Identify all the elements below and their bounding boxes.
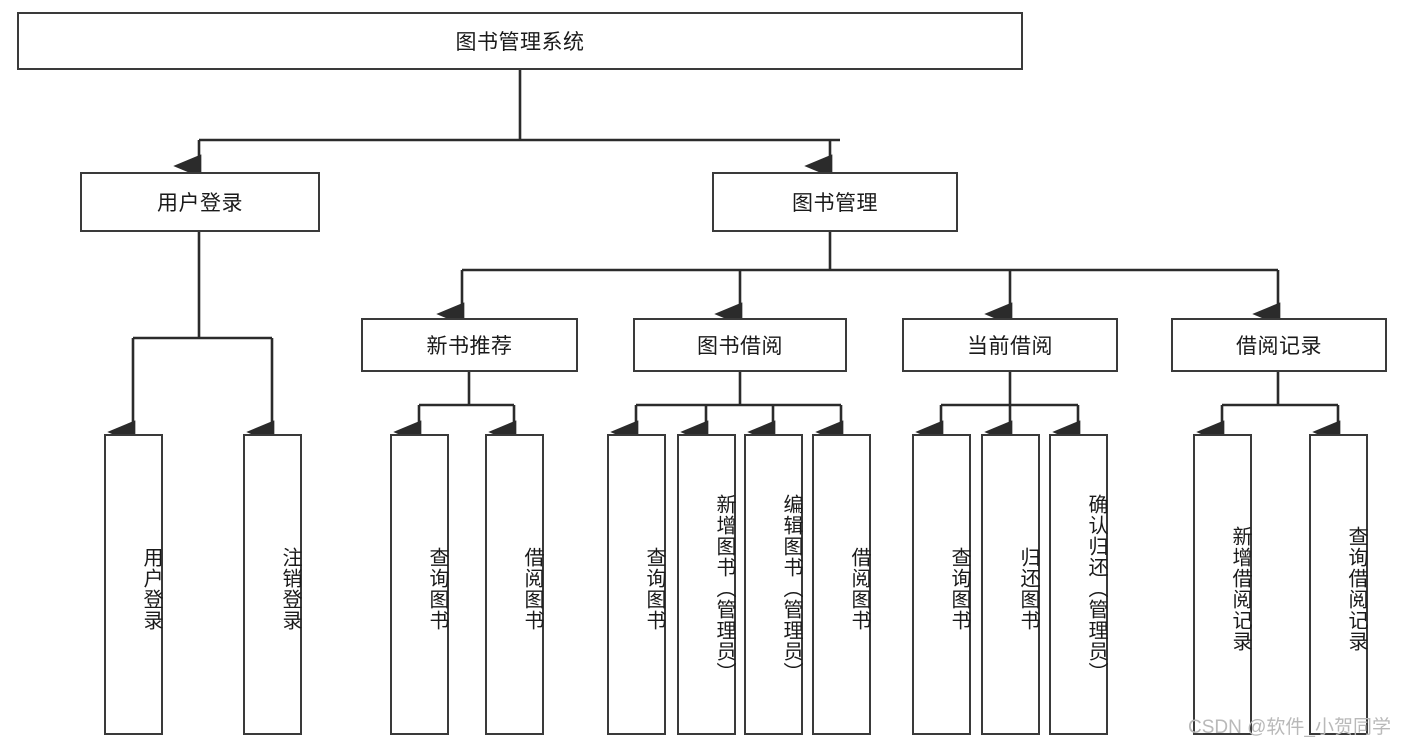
leaf-query-book-2-label: 查询图书 <box>643 546 665 631</box>
leaf-edit-book-label: 编辑图书（管理员） <box>780 494 802 683</box>
node-borrow-record-label: 借阅记录 <box>1236 335 1322 358</box>
leaf-borrow-book-2-label: 借阅图书 <box>848 546 870 631</box>
node-book-management[interactable]: 图书管理 <box>712 172 958 232</box>
node-book-borrow[interactable]: 图书借阅 <box>633 318 847 372</box>
node-borrow-record[interactable]: 借阅记录 <box>1171 318 1387 372</box>
node-root-label: 图书管理系统 <box>455 31 585 54</box>
leaf-add-record[interactable]: 新增借阅记录 <box>1193 434 1252 735</box>
leaf-user-logout-label: 注销登录 <box>279 546 301 631</box>
leaf-borrow-book-1[interactable]: 借阅图书 <box>485 434 544 735</box>
leaf-confirm-return-label: 确认归还（管理员） <box>1085 494 1107 683</box>
leaf-query-record[interactable]: 查询借阅记录 <box>1309 434 1368 735</box>
csdn-watermark: CSDN @软件_小贺同学 <box>1188 717 1391 738</box>
leaf-confirm-return[interactable]: 确认归还（管理员） <box>1049 434 1108 735</box>
leaf-query-record-label: 查询借阅记录 <box>1345 525 1367 652</box>
node-book-borrow-label: 图书借阅 <box>697 335 783 358</box>
leaf-add-book-label: 新增图书（管理员） <box>713 494 735 683</box>
leaf-query-book-1-label: 查询图书 <box>426 546 448 631</box>
leaf-query-book-3[interactable]: 查询图书 <box>912 434 971 735</box>
node-current-borrow[interactable]: 当前借阅 <box>902 318 1118 372</box>
leaf-add-record-label: 新增借阅记录 <box>1229 525 1251 652</box>
leaf-query-book-2[interactable]: 查询图书 <box>607 434 666 735</box>
leaf-user-login[interactable]: 用户登录 <box>104 434 163 735</box>
node-current-borrow-label: 当前借阅 <box>967 335 1053 358</box>
leaf-user-logout[interactable]: 注销登录 <box>243 434 302 735</box>
leaf-return-book-label: 归还图书 <box>1017 546 1039 631</box>
node-new-book-recommend[interactable]: 新书推荐 <box>361 318 578 372</box>
leaf-borrow-book-1-label: 借阅图书 <box>521 546 543 631</box>
node-book-management-label: 图书管理 <box>792 192 878 215</box>
leaf-query-book-1[interactable]: 查询图书 <box>390 434 449 735</box>
leaf-edit-book[interactable]: 编辑图书（管理员） <box>744 434 803 735</box>
node-new-book-recommend-label: 新书推荐 <box>426 335 513 358</box>
node-root[interactable]: 图书管理系统 <box>17 12 1023 70</box>
leaf-user-login-label: 用户登录 <box>140 546 162 631</box>
node-user-login-label: 用户登录 <box>157 192 243 215</box>
leaf-query-book-3-label: 查询图书 <box>948 546 970 631</box>
leaf-add-book[interactable]: 新增图书（管理员） <box>677 434 736 735</box>
leaf-borrow-book-2[interactable]: 借阅图书 <box>812 434 871 735</box>
leaf-return-book[interactable]: 归还图书 <box>981 434 1040 735</box>
node-user-login[interactable]: 用户登录 <box>80 172 320 232</box>
